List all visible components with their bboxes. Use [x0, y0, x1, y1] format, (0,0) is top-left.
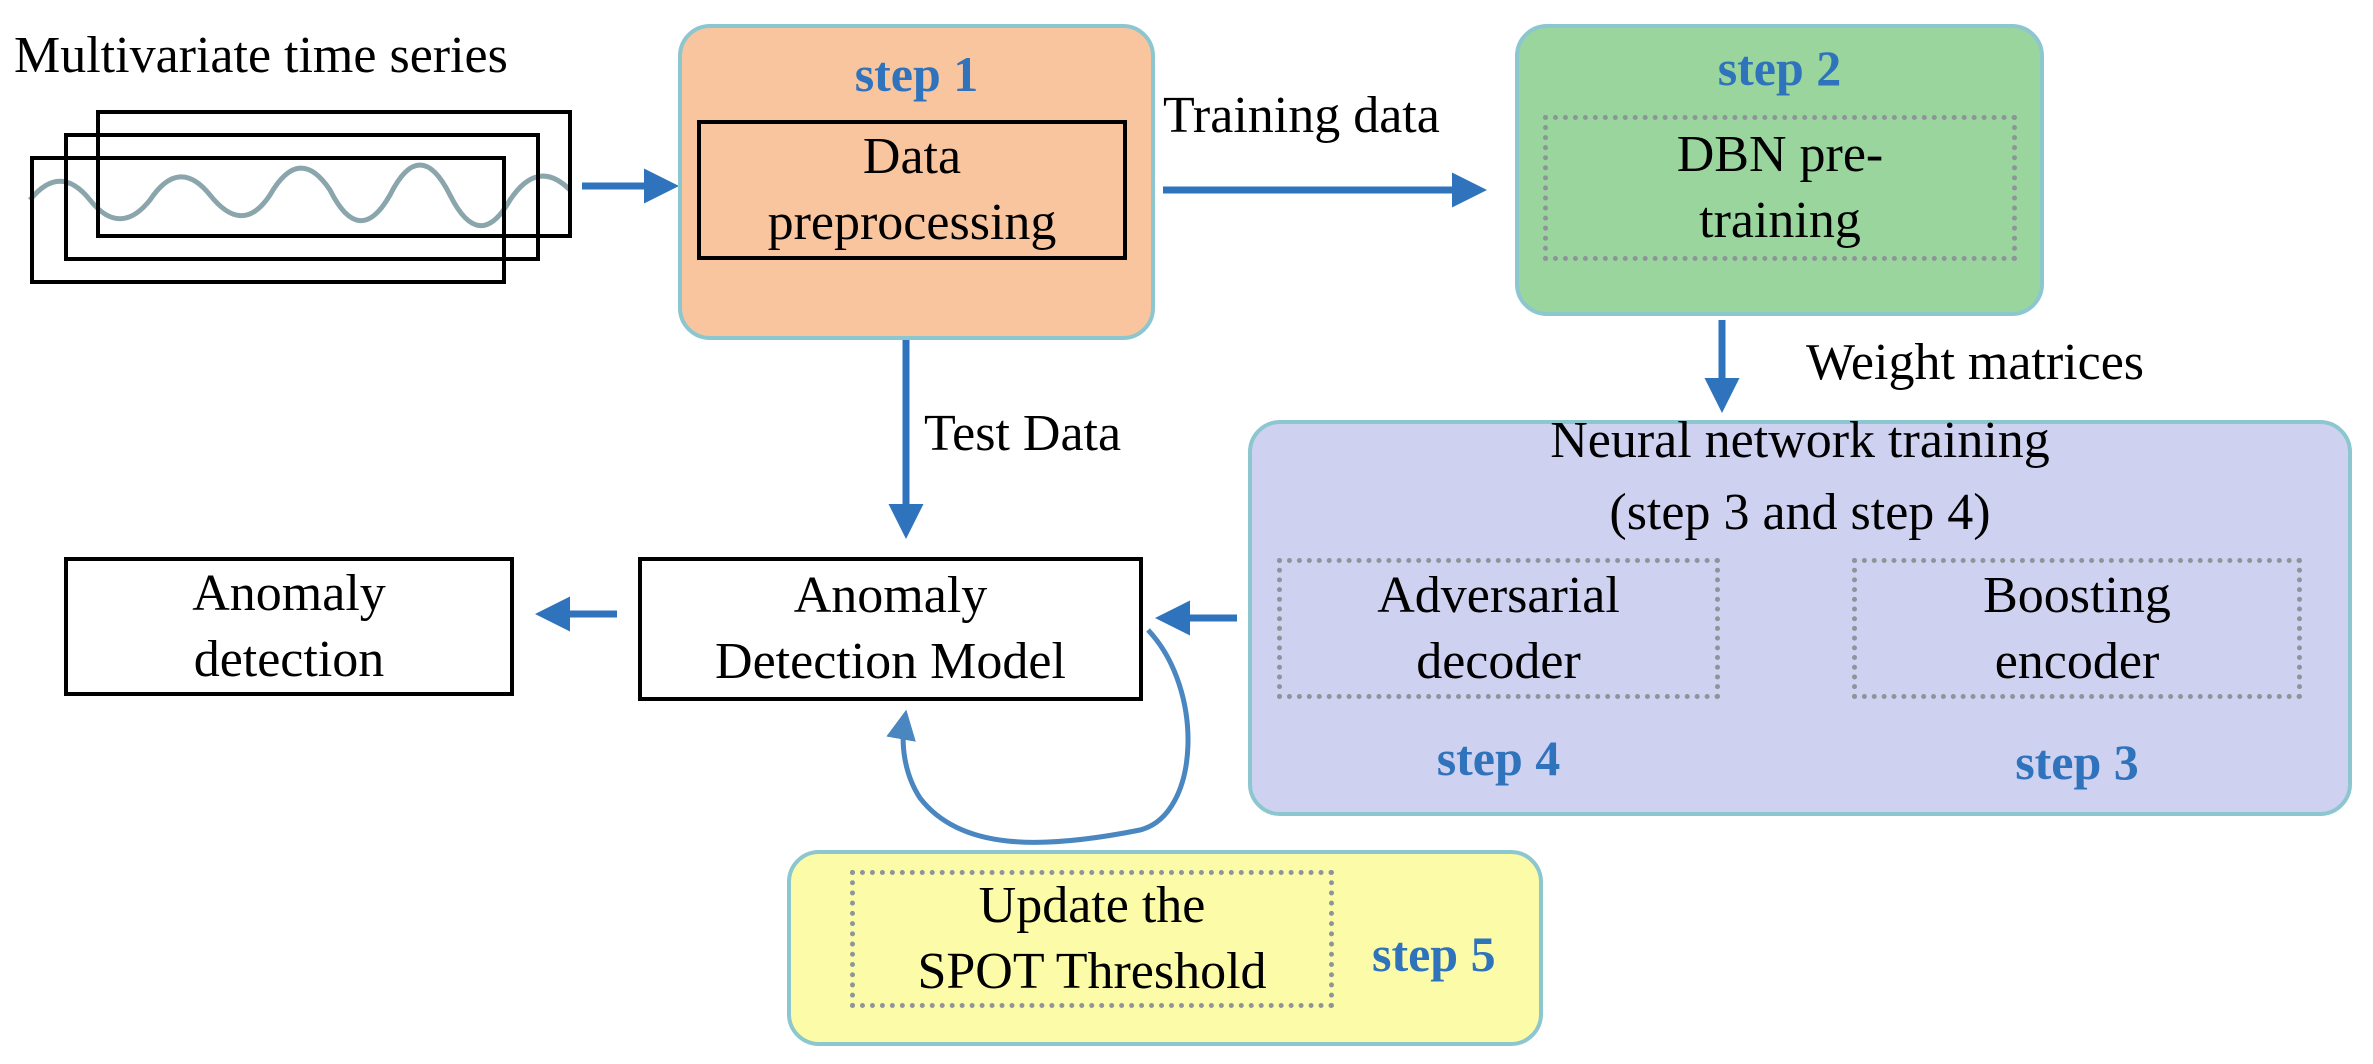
preprocessing-line1: Data — [862, 128, 962, 185]
anomaly-detection-model-box: Anomaly Detection Model — [638, 557, 1143, 701]
step2-region — [1515, 24, 2044, 316]
spot-threshold-box: Update the SPOT Threshold — [850, 870, 1334, 1008]
preprocessing-line2: preprocessing — [767, 194, 1057, 251]
series-frame-middle — [64, 133, 540, 261]
detection-line2: detection — [193, 630, 385, 688]
dbn-line2: training — [1699, 192, 1861, 249]
model-line1: Anomaly — [793, 567, 988, 624]
anomaly-detection-box: Anomaly detection — [64, 557, 514, 696]
test-data-label: Test Data — [924, 405, 1122, 462]
nn-title-line1: Neural network training — [1550, 412, 2050, 469]
series-frame-front — [30, 156, 506, 284]
detection-line1: Anomaly — [192, 564, 386, 622]
step2-tag: step 2 — [1717, 40, 1842, 96]
step5-tag: step 5 — [1372, 926, 1496, 982]
nn-title-line2: (step 3 and step 4) — [1609, 484, 1991, 541]
input-label: Multivariate time series — [14, 27, 508, 84]
encoder-line1: Boosting — [1983, 566, 2171, 624]
spot-line2: SPOT Threshold — [917, 943, 1267, 1000]
nn-training-region — [1248, 420, 2352, 816]
model-line2: Detection Model — [715, 633, 1066, 690]
step1-region — [678, 24, 1155, 340]
time-series-wave — [28, 162, 572, 229]
dbn-line1: DBN pre- — [1676, 126, 1884, 183]
training-data-label: Training data — [1163, 87, 1440, 144]
step4-tag: step 4 — [1436, 730, 1561, 786]
threshold-feedback-loop — [886, 628, 1191, 845]
step1-tag: step 1 — [854, 46, 979, 102]
adversarial-decoder-box: Adversarial decoder — [1277, 558, 1720, 699]
spot-line1: Update the — [978, 877, 1206, 934]
step3-tag: step 3 — [2015, 734, 2139, 790]
boosting-encoder-box: Boosting encoder — [1852, 558, 2302, 699]
step5-region — [787, 850, 1543, 1046]
encoder-line2: encoder — [1994, 632, 2160, 690]
preprocessing-box: Data preprocessing — [697, 120, 1127, 260]
decoder-line2: decoder — [1416, 632, 1581, 690]
series-frame-back — [96, 110, 572, 238]
weight-matrices-label: Weight matrices — [1806, 334, 2145, 391]
decoder-line1: Adversarial — [1377, 566, 1620, 624]
dbn-pretraining-box: DBN pre- training — [1543, 115, 2017, 261]
